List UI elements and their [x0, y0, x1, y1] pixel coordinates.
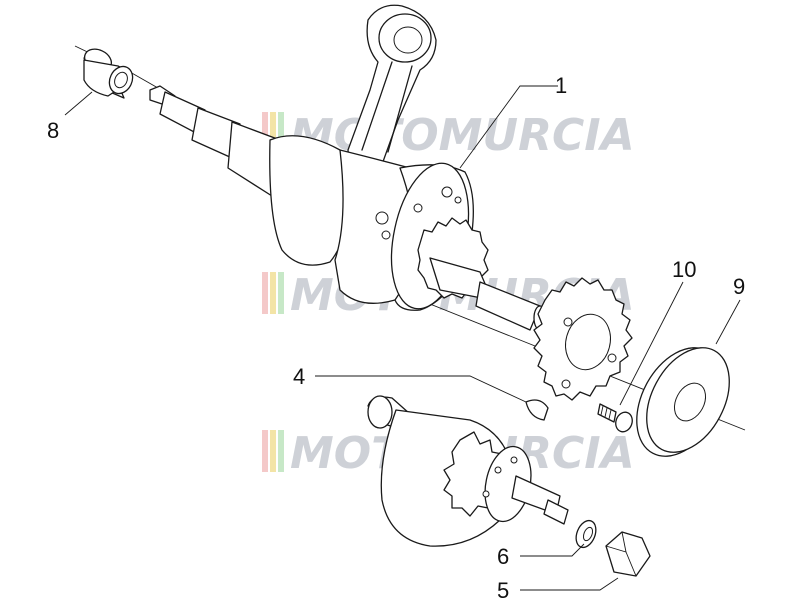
callout-9: 9: [733, 274, 745, 299]
watermark-stripe: [270, 272, 276, 314]
leader-6: [520, 543, 585, 557]
small-washer-part-6: [575, 519, 597, 549]
callout-1: 1: [555, 73, 567, 98]
axis-line-bushing: [129, 71, 159, 89]
crankshaft-part-1: [149, 4, 547, 331]
watermark-stripe: [262, 112, 268, 154]
sprocket-gear: [533, 277, 633, 401]
watermark-stripe: [278, 430, 284, 472]
washer-part-9: [636, 347, 730, 457]
watermark-stripe: [278, 272, 284, 314]
callout-8: 8: [47, 118, 59, 143]
bushing-part-8: [83, 48, 134, 99]
leader-8: [64, 91, 93, 116]
callout-5: 5: [497, 578, 509, 600]
leader-10: [619, 281, 684, 406]
watermark-stripe: [270, 112, 276, 154]
screw-part-10: [597, 403, 633, 433]
callout-4: 4: [293, 364, 305, 389]
watermark-stripe: [262, 430, 268, 472]
leader-lines: [64, 85, 741, 591]
watermark-stripe: [262, 272, 268, 314]
callout-6: 6: [497, 544, 509, 569]
leader-1: [459, 85, 558, 169]
leader-9: [715, 299, 741, 345]
watermark-stripe: [278, 112, 284, 154]
leader-4: [315, 375, 527, 403]
callout-10: 10: [672, 257, 696, 282]
watermark-stripe: [270, 430, 276, 472]
lower-crankshaft-assembly: [367, 395, 569, 547]
key-part-4: [525, 399, 549, 421]
leader-5: [520, 577, 619, 591]
nut-part-5: [605, 531, 651, 577]
